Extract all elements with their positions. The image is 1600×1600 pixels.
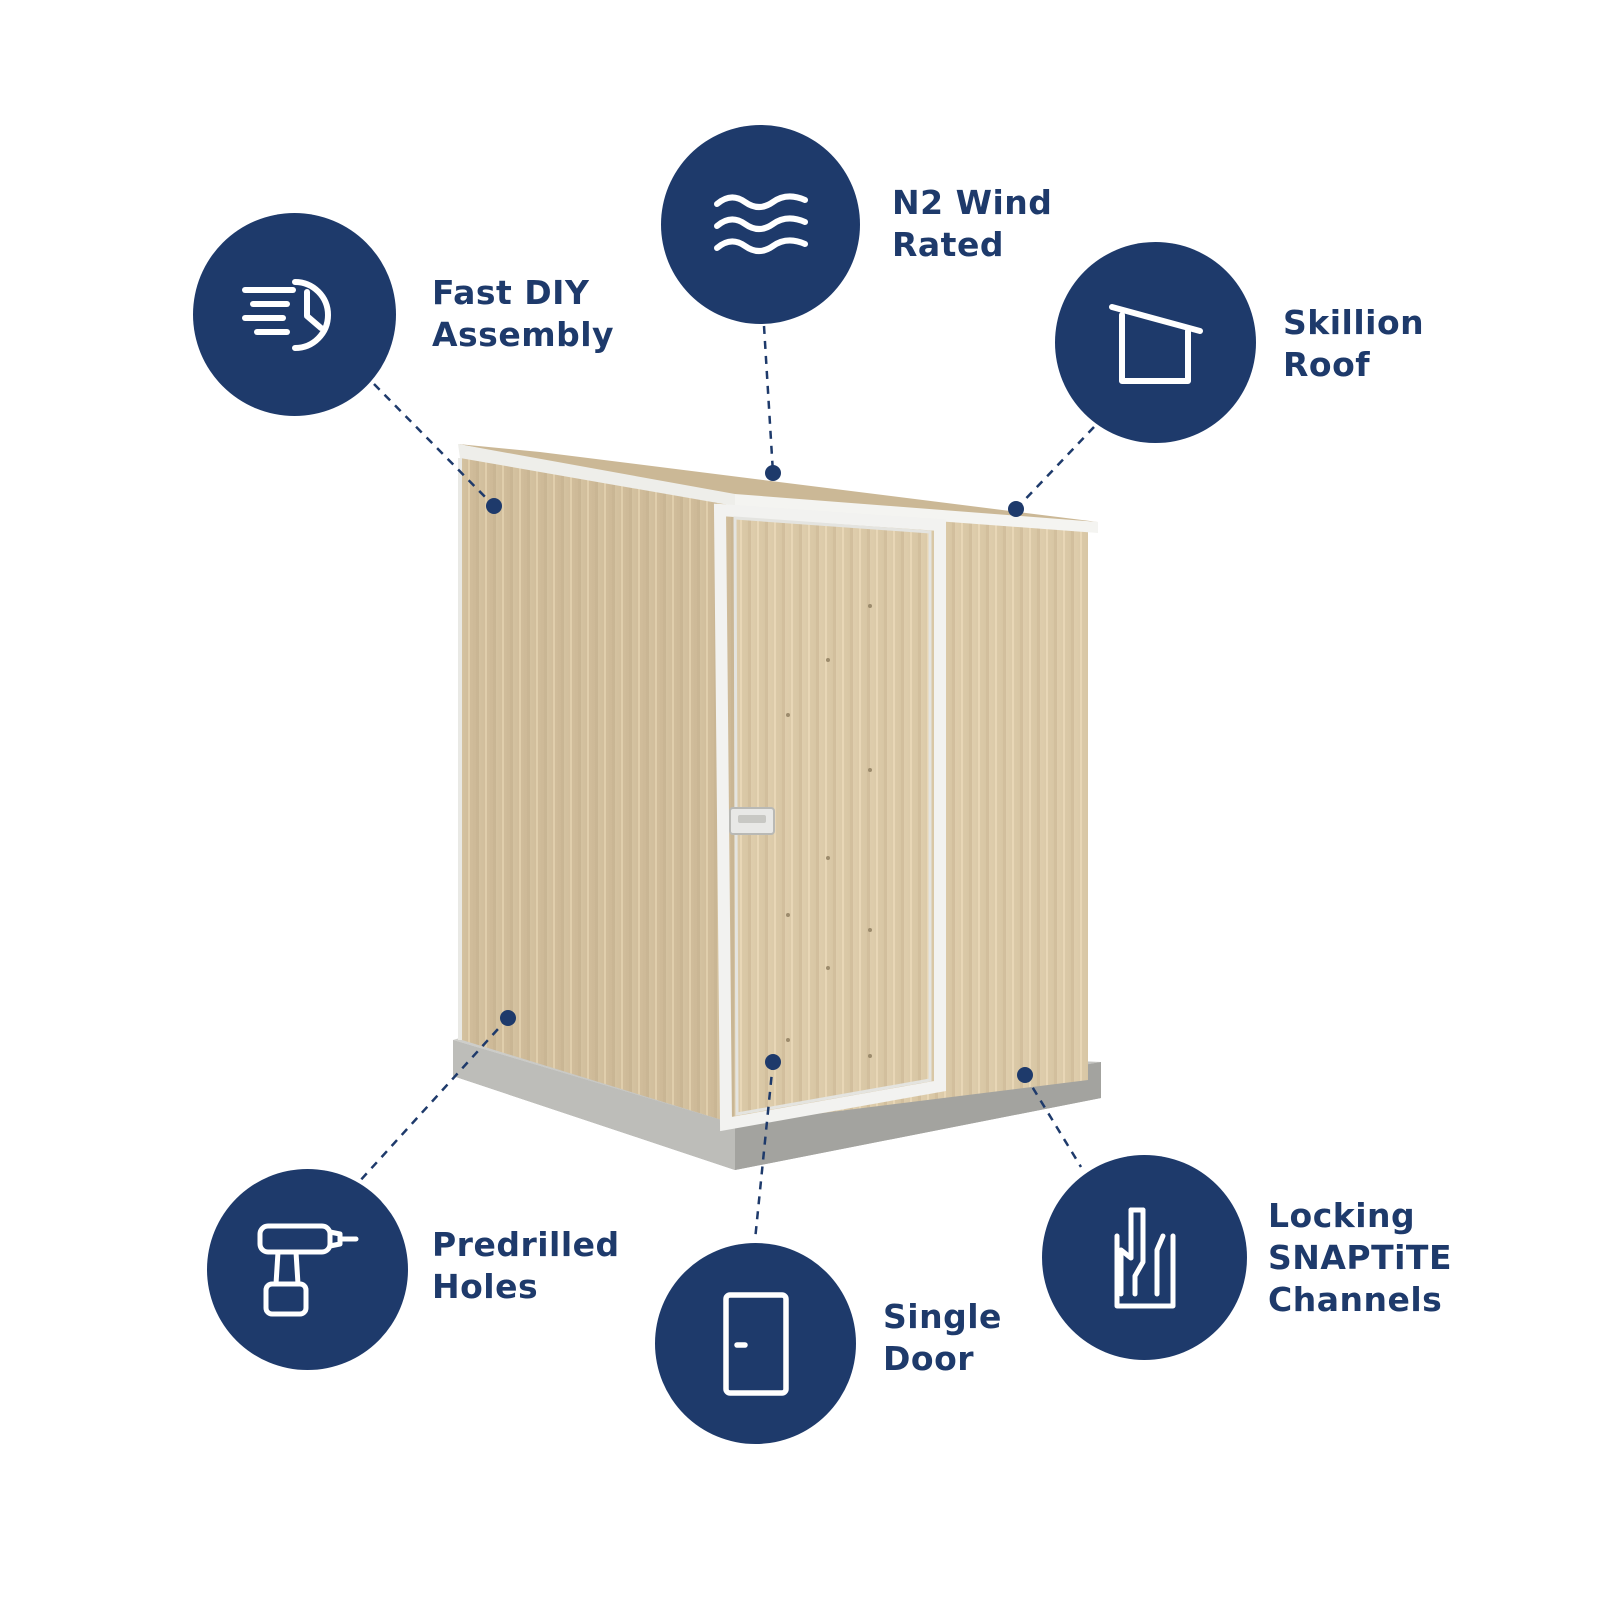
feature-label-line: Skillion xyxy=(1283,303,1425,342)
feature-label-line: N2 Wind xyxy=(892,183,1053,222)
shed-roof xyxy=(458,444,1098,1040)
feature-label-fast-diy-assembly: Fast DIY Assembly xyxy=(432,272,614,356)
door-icon xyxy=(722,1291,789,1396)
wind-waves-icon xyxy=(713,193,808,254)
feature-circle-single-door xyxy=(655,1243,856,1444)
channel-icon xyxy=(1114,1207,1175,1308)
feature-circle-skillion-roof xyxy=(1055,242,1256,443)
feature-label-line: Door xyxy=(883,1339,975,1378)
feature-label-line: SNAPTiTE xyxy=(1268,1238,1452,1277)
feature-label-line: Roof xyxy=(1283,345,1371,384)
drill-icon xyxy=(257,1223,358,1316)
feature-circle-fast-diy-assembly xyxy=(193,213,396,416)
shed-door xyxy=(713,503,946,1132)
feature-label-locking-snaptite-channels: Locking SNAPTiTE Channels xyxy=(1268,1195,1452,1321)
feature-label-line: Locking xyxy=(1268,1196,1416,1235)
feature-label-line: Holes xyxy=(432,1267,539,1306)
feature-label-line: Single xyxy=(883,1297,1002,1336)
feature-label-line: Rated xyxy=(892,225,1004,264)
callout-dots xyxy=(486,465,1033,1083)
feature-circle-predrilled-holes xyxy=(207,1169,408,1370)
feature-label-single-door: Single Door xyxy=(883,1296,1002,1380)
shed-side-wall xyxy=(462,453,735,1124)
feature-label-predrilled-holes: Predrilled Holes xyxy=(432,1224,620,1308)
wall-screws xyxy=(786,604,872,1058)
feature-circle-locking-snaptite-channels xyxy=(1042,1155,1247,1360)
feature-label-skillion-roof: Skillion Roof xyxy=(1283,302,1424,386)
feature-label-line: Predrilled xyxy=(432,1225,620,1264)
skillion-roof-icon xyxy=(1108,303,1203,384)
feature-label-line: Assembly xyxy=(432,315,615,354)
feature-label-line: Channels xyxy=(1268,1280,1443,1319)
callout-connectors xyxy=(357,325,1095,1241)
fast-clock-icon xyxy=(241,278,331,351)
feature-label-n2-wind-rated: N2 Wind Rated xyxy=(892,182,1052,266)
feature-circle-n2-wind-rated xyxy=(661,125,860,324)
feature-label-line: Fast DIY xyxy=(432,273,590,312)
